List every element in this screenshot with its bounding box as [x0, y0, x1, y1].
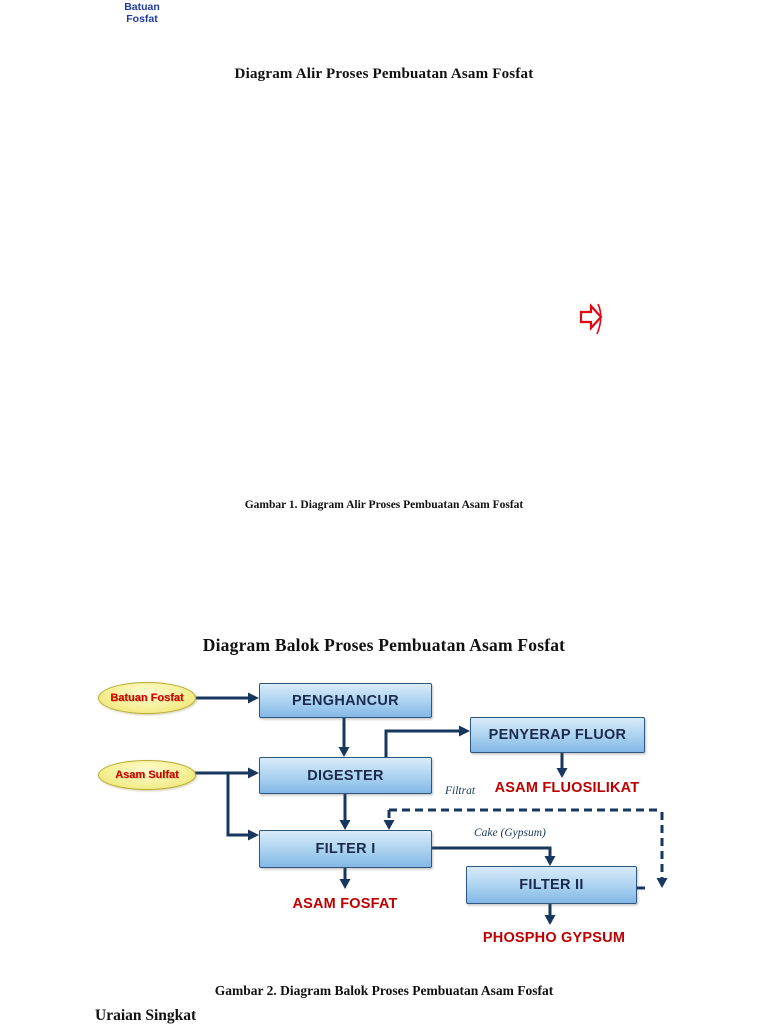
- product-label-asam-fosfat: ASAM FOSFAT: [292, 896, 398, 912]
- input-label: Batuan Fosfat: [110, 692, 184, 704]
- process-box-filter-2: FILTER II: [466, 866, 637, 904]
- input-label: Asam Sulfat: [115, 769, 179, 781]
- process-label: PENGHANCUR: [292, 692, 399, 709]
- product-label-asam-fluosilikat: ASAM FLUOSILIKAT: [494, 780, 640, 796]
- stream-label-filtrat: Filtrat: [445, 785, 476, 797]
- arrowhead: [248, 767, 259, 779]
- process-label: DIGESTER: [307, 767, 384, 784]
- arrowhead-dashed-at-filter2: [656, 878, 668, 888]
- figure1-title: Diagram Alir Proses Pembuatan Asam Fosfa…: [234, 66, 534, 82]
- arrowhead: [248, 829, 259, 841]
- input-node-batuan-fosfat: Batuan Fosfat: [98, 682, 196, 714]
- stream-label-cake-gypsum: Cake (Gypsum): [474, 827, 546, 839]
- flow-connectors: [194, 692, 668, 925]
- arrowhead: [556, 768, 568, 778]
- red-block-arrow-icon: [579, 303, 603, 335]
- block-diagram: Batuan Fosfat Asam Sulfat PENGHANCUR PEN…: [0, 660, 768, 960]
- arrowhead: [339, 879, 351, 889]
- process-label: FILTER I: [315, 841, 376, 857]
- product-label-phospho-gypsum: PHOSPHO GYPSUM: [482, 930, 626, 946]
- arrowhead: [248, 692, 259, 704]
- process-box-penyerap-fluor: PENYERAP FLUOR: [470, 717, 645, 753]
- arrowhead: [338, 747, 350, 757]
- arrowhead: [544, 856, 556, 866]
- stray-diagram-label: Batuan Fosfat: [108, 1, 176, 25]
- process-box-digester: DIGESTER: [259, 757, 432, 794]
- process-box-filter-1: FILTER I: [259, 830, 432, 868]
- connector-digester-penyerap: [384, 729, 460, 757]
- connector-filter1-filter2-cake: [430, 846, 552, 857]
- section-heading-uraian-singkat: Uraian Singkat: [95, 1007, 197, 1024]
- arrowhead: [459, 725, 470, 737]
- figure1-caption: Gambar 1. Diagram Alir Proses Pembuatan …: [244, 499, 524, 511]
- connector-asamsulfat-filter1: [226, 773, 249, 837]
- input-node-asam-sulfat: Asam Sulfat: [98, 760, 196, 790]
- figure2-caption: Gambar 2. Diagram Balok Proses Pembuatan…: [214, 983, 554, 998]
- process-label: FILTER II: [519, 877, 584, 893]
- arrowhead-dashed-into-filter1: [383, 820, 395, 830]
- arrowhead: [544, 915, 556, 925]
- stray-label-line1: Batuan: [124, 1, 160, 13]
- process-box-penghancur: PENGHANCUR: [259, 683, 432, 718]
- process-label: PENYERAP FLUOR: [488, 727, 627, 743]
- stray-label-line2: Fosfat: [126, 13, 158, 25]
- arrowhead: [339, 820, 351, 830]
- figure2-title: Diagram Balok Proses Pembuatan Asam Fosf…: [202, 635, 566, 655]
